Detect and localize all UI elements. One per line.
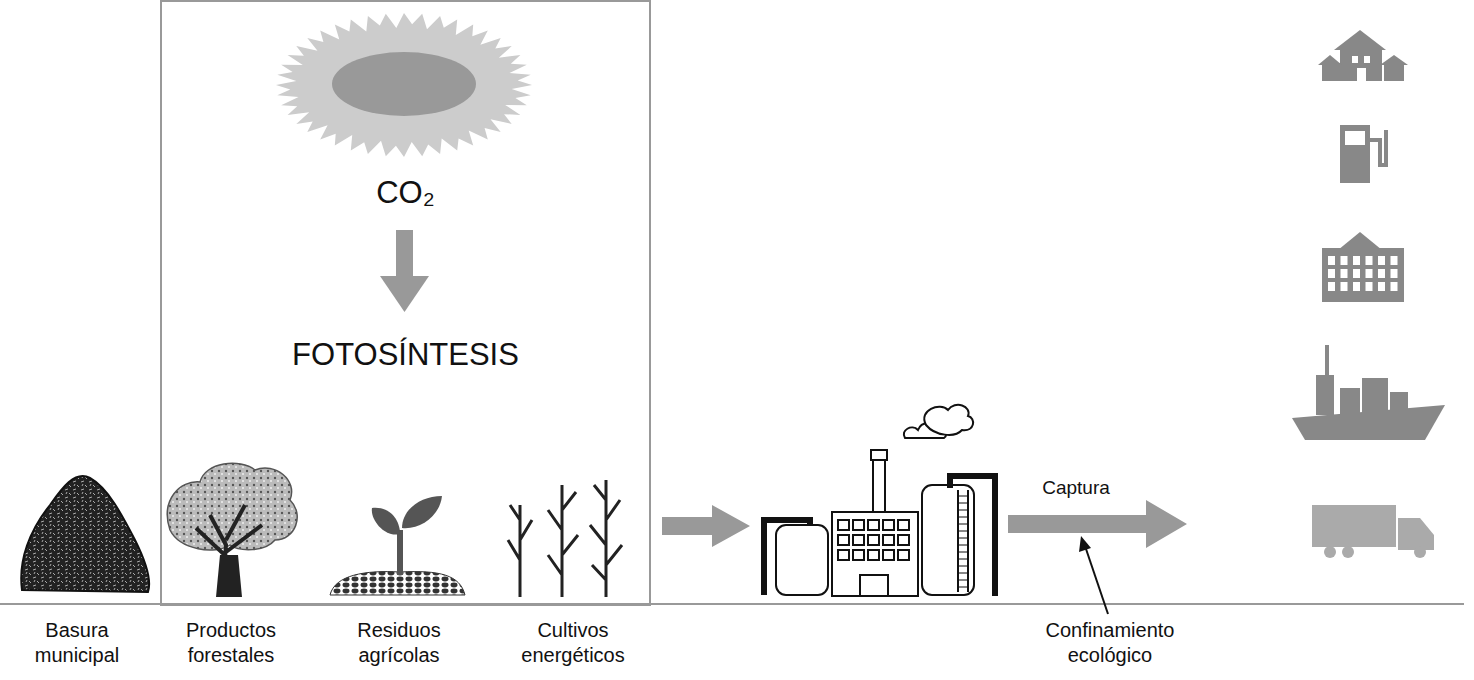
down-arrow [380,230,429,312]
building-icon [1322,232,1404,302]
house-icon [1318,30,1408,81]
source-label: Residuos agrícolas [334,618,464,668]
garbage-pile [21,476,149,592]
photosynthesis-box: CO₂ FOTOSÍNTESIS [160,0,651,606]
ship-icon [1292,345,1445,440]
truck-icon [1312,505,1434,558]
source-label: Basura municipal [22,618,132,668]
fuel-pump-icon [1340,125,1386,183]
leader-line [1085,546,1108,614]
callout-label: Confinamiento ecológico [1030,618,1190,668]
factory [764,405,995,596]
gas-formula: CO₂ [162,175,649,211]
energy-crops [508,480,622,597]
leader-head [1079,536,1091,552]
source-label: Productos forestales [161,618,301,668]
sun [276,13,532,157]
tree [167,463,297,597]
process-title: FOTOSÍNTESIS [162,337,649,373]
capture-arrow [1008,500,1187,548]
flow-arrow [662,505,750,547]
source-label: Cultivos energéticos [503,618,643,668]
arrow-label: Captura [1016,476,1136,500]
sprout [330,496,465,595]
